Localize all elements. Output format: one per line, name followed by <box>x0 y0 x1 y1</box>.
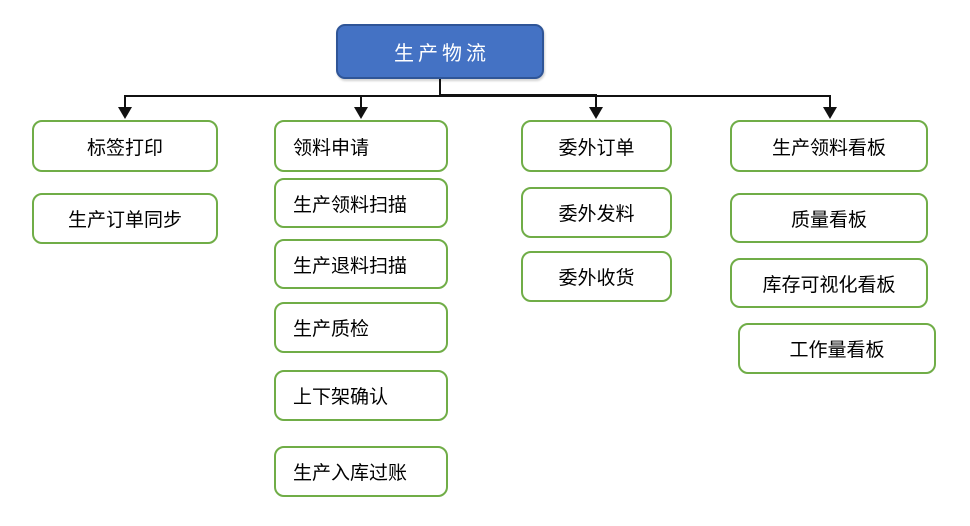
node-production-logistics-root: 生产物流 <box>336 24 544 79</box>
node-production-warehousing-posting: 生产入库过账 <box>274 446 448 497</box>
node-label: 生产领料看板 <box>771 137 886 159</box>
node-inventory-visualization-board: 库存可视化看板 <box>730 258 928 308</box>
connector-trunk-line <box>439 79 441 96</box>
node-shelf-confirmation: 上下架确认 <box>274 370 448 421</box>
node-label: 生产领料扫描 <box>293 194 408 216</box>
node-label: 委外收货 <box>558 268 635 289</box>
node-production-picking-scan: 生产领料扫描 <box>274 178 448 228</box>
node-label: 生产质检 <box>293 319 370 340</box>
node-label: 质量看板 <box>790 209 867 231</box>
node-outsourcing-receipt: 委外收货 <box>521 251 672 302</box>
node-material-requisition: 领料申请 <box>274 120 448 172</box>
arrow-down-icon <box>354 107 368 119</box>
node-label: 库存可视化看板 <box>762 274 896 296</box>
node-outsourcing-order: 委外订单 <box>521 120 672 172</box>
node-label: 生产入库过账 <box>293 463 408 484</box>
node-label: 生产订单同步 <box>67 210 182 231</box>
node-label: 生产物流 <box>394 43 490 65</box>
connector-branch-line-1 <box>124 96 126 107</box>
node-production-return-scan: 生产退料扫描 <box>274 239 448 289</box>
arrow-down-icon <box>118 107 132 119</box>
node-label: 委外订单 <box>558 137 635 159</box>
arrow-down-icon <box>589 107 603 119</box>
connector-horizontal-thick-segment <box>439 94 597 97</box>
node-label: 工作量看板 <box>789 340 885 361</box>
node-label-printing: 标签打印 <box>32 120 218 172</box>
connector-branch-line-3 <box>595 96 597 107</box>
node-label: 生产退料扫描 <box>293 255 408 277</box>
node-production-order-sync: 生产订单同步 <box>32 193 218 244</box>
node-outsourcing-material-issue: 委外发料 <box>521 187 672 238</box>
node-production-quality-check: 生产质检 <box>274 302 448 353</box>
node-production-picking-board: 生产领料看板 <box>730 120 928 172</box>
arrow-down-icon <box>823 107 837 119</box>
connector-branch-line-2 <box>360 96 362 107</box>
node-label: 委外发料 <box>558 204 635 225</box>
node-label: 上下架确认 <box>293 387 389 408</box>
node-label: 领料申请 <box>293 137 370 159</box>
node-workload-board: 工作量看板 <box>738 323 936 374</box>
connector-branch-line-4 <box>829 96 831 107</box>
node-quality-board: 质量看板 <box>730 193 928 243</box>
node-label: 标签打印 <box>86 137 163 159</box>
